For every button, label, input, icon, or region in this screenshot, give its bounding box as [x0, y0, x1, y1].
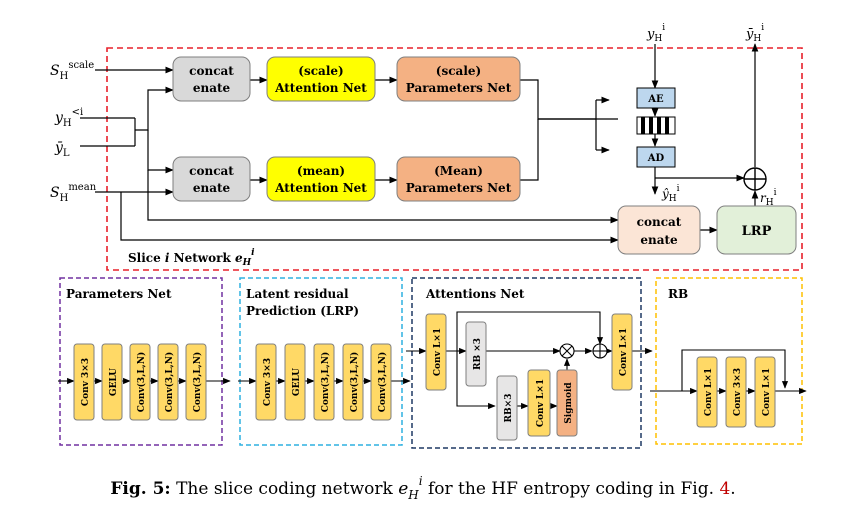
svg-text:enate: enate	[640, 233, 678, 247]
svg-text:(scale): (scale)	[436, 64, 481, 78]
svg-text:Conv L×1: Conv L×1	[433, 328, 443, 376]
att-conv-out: Conv L×1	[611, 313, 633, 391]
att-sigmoid: Sigmoid	[556, 369, 578, 437]
svg-text:LRP: LRP	[742, 224, 772, 239]
params-layer: Conv(3,L,N)	[157, 343, 179, 421]
lrp-title-line1: Latent residual	[246, 287, 349, 301]
lrp-title-line2: Prediction (LRP)	[246, 304, 359, 318]
attention-net-title: Attentions Net	[425, 287, 525, 301]
svg-text:Conv L×1: Conv L×1	[536, 379, 546, 427]
svg-text:Attention Net: Attention Net	[274, 181, 367, 195]
input-s-mean: SHmean	[50, 182, 97, 204]
svg-text:RB×3: RB×3	[504, 394, 514, 423]
add-node-top	[743, 167, 767, 191]
y-top-label: yHi	[646, 23, 665, 44]
att-rb-bottom: RB×3	[496, 375, 518, 441]
ae-block: AE	[636, 87, 676, 109]
mean-parameters-net: (Mean) Parameters Net	[396, 156, 521, 202]
input-s-scale: SHscale	[50, 60, 94, 82]
figure-ref-link[interactable]: 4	[719, 479, 730, 499]
svg-text:RB ×3: RB ×3	[473, 338, 483, 370]
figure-caption: Fig. 5: The slice coding network eHi for…	[110, 474, 735, 502]
svg-text:concat: concat	[189, 164, 234, 178]
svg-text:concat: concat	[637, 215, 682, 229]
bitstream-icon	[636, 116, 676, 135]
att-multiply-node	[559, 343, 575, 359]
svg-text:Conv 3×3: Conv 3×3	[263, 358, 273, 406]
svg-text:GELU: GELU	[109, 368, 119, 396]
svg-text:GELU: GELU	[292, 368, 302, 396]
lrp-layer: GELU	[284, 343, 306, 421]
lrp-panel: Latent residual Prediction (LRP) Conv 3×…	[238, 277, 411, 446]
rb-layer: Conv L×1	[754, 356, 776, 428]
svg-text:Conv 3×3: Conv 3×3	[81, 358, 91, 406]
rb-layer: Conv 3×3	[725, 356, 747, 428]
svg-text:enate: enate	[193, 181, 231, 195]
svg-text:AE: AE	[647, 94, 664, 105]
att-rb-top: RB ×3	[465, 321, 487, 387]
params-layer: GELU	[101, 343, 123, 421]
ybar-top-label: ȳHi	[745, 23, 764, 44]
svg-text:Attention Net: Attention Net	[274, 81, 367, 95]
lrp-block: LRP	[716, 205, 797, 255]
svg-text:Conv(3,L,N): Conv(3,L,N)	[377, 352, 388, 413]
svg-text:Conv(3,L,N): Conv(3,L,N)	[164, 352, 175, 413]
params-layer: Conv(3,L,N)	[129, 343, 151, 421]
svg-text:Conv(3,L,N): Conv(3,L,N)	[349, 352, 360, 413]
svg-text:Conv(3,L,N): Conv(3,L,N)	[320, 352, 331, 413]
attention-net-panel: Attentions Net Conv L×1 RB ×3 RB×3	[406, 277, 653, 449]
svg-text:Conv L×1: Conv L×1	[762, 368, 772, 416]
r-label: rHi	[760, 188, 777, 208]
yhat-label: ŷHi	[661, 184, 680, 204]
input-y-prev: yH<i	[54, 107, 83, 129]
params-layer: Conv(3,L,N)	[185, 343, 207, 421]
rb-title: RB	[668, 287, 688, 301]
svg-text:(mean): (mean)	[297, 164, 345, 178]
svg-text:Sigmoid: Sigmoid	[564, 382, 574, 424]
scale-parameters-net: (scale) Parameters Net	[396, 56, 521, 102]
concat-mid: concat enate	[172, 156, 251, 202]
svg-text:Conv L×1: Conv L×1	[704, 368, 714, 416]
mean-attention-net: (mean) Attention Net	[266, 156, 376, 202]
svg-text:Conv 3×3: Conv 3×3	[733, 368, 743, 416]
att-conv-mid: Conv L×1	[527, 369, 551, 437]
concat-low: concat enate	[617, 205, 701, 255]
lrp-layer: Conv(3,L,N)	[313, 343, 335, 421]
att-conv-in: Conv L×1	[425, 313, 447, 391]
input-y-low: ȳL	[54, 140, 70, 159]
slice-network-frame	[106, 47, 803, 271]
svg-text:Conv L×1: Conv L×1	[619, 328, 629, 376]
params-layer: Conv 3×3	[73, 343, 95, 421]
lrp-layer: Conv(3,L,N)	[370, 343, 392, 421]
concat-top: concat enate	[172, 56, 251, 102]
top-connections	[80, 43, 759, 244]
svg-text:(scale): (scale)	[298, 64, 343, 78]
svg-text:Parameters Net: Parameters Net	[406, 81, 512, 95]
rb-panel: RB Conv L×1 Conv 3×3 Conv L×1	[650, 277, 807, 445]
rb-layer: Conv L×1	[696, 356, 718, 428]
lrp-layer: Conv(3,L,N)	[342, 343, 364, 421]
parameters-net-panel: Parameters Net Conv 3×3 GELU Conv(3,L,N)…	[58, 277, 231, 446]
att-add-node	[592, 343, 608, 359]
svg-text:concat: concat	[189, 64, 234, 78]
scale-attention-net: (scale) Attention Net	[266, 56, 376, 102]
svg-text:Conv(3,L,N): Conv(3,L,N)	[192, 352, 203, 413]
svg-text:enate: enate	[193, 81, 231, 95]
parameters-net-title: Parameters Net	[66, 287, 172, 301]
svg-text:(Mean): (Mean)	[434, 164, 483, 178]
ad-block: AD	[636, 146, 676, 168]
svg-text:Parameters Net: Parameters Net	[406, 181, 512, 195]
svg-text:AD: AD	[647, 153, 665, 164]
lrp-layer: Conv 3×3	[255, 343, 277, 421]
slice-network-label: Slice i Network eHi	[128, 248, 255, 268]
svg-text:Conv(3,L,N): Conv(3,L,N)	[136, 352, 147, 413]
